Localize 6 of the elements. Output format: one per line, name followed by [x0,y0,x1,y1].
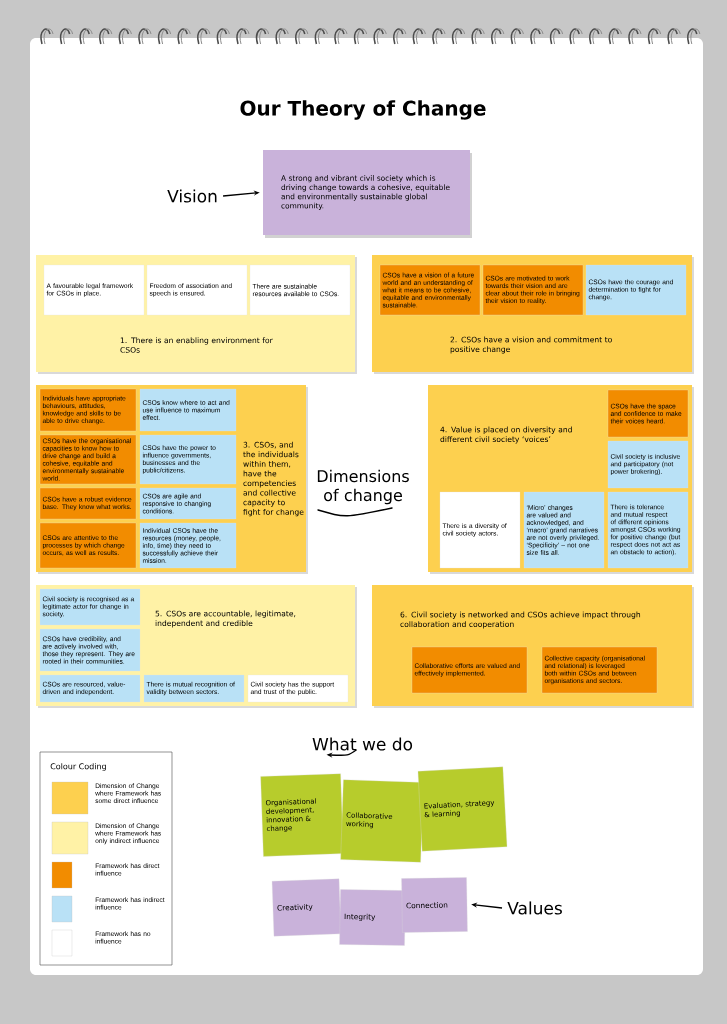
legend-title: Colour Coding [50,763,106,771]
heading-label: Vision [167,189,217,203]
heading-label: What we do [312,737,413,751]
heading-label: Dimensions of change [317,469,409,517]
title: Our Theory of Change [240,100,486,120]
heading-label: Values [507,901,562,915]
